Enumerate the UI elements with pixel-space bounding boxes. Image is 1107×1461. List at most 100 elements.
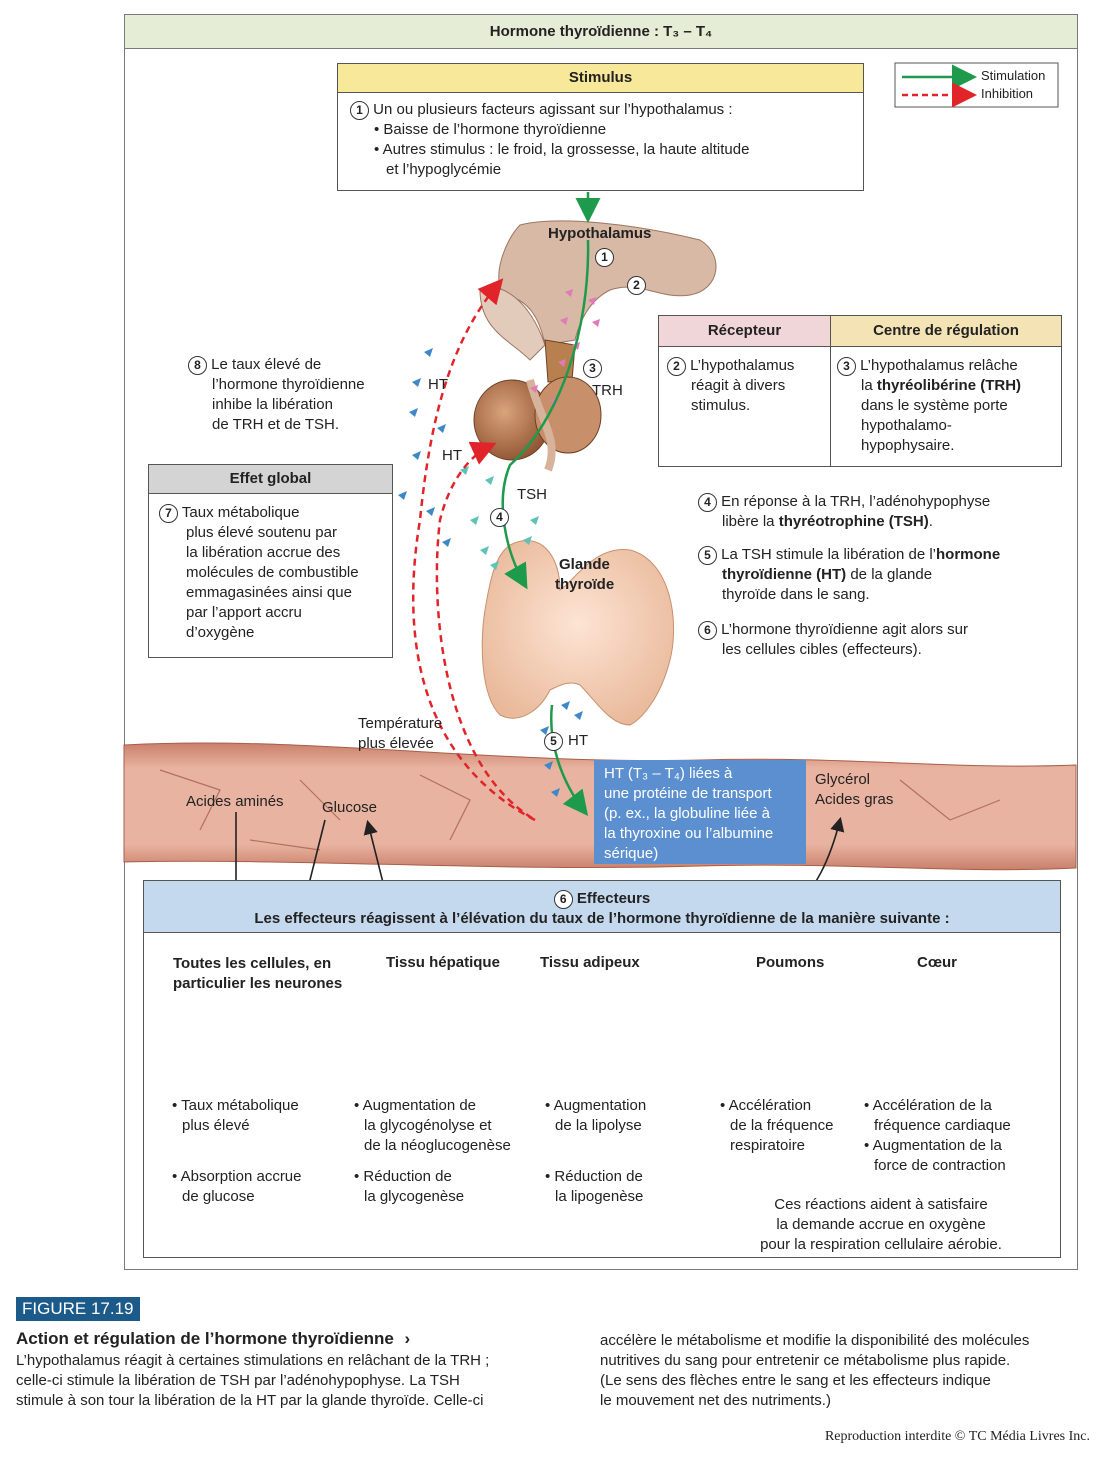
text-line: la glycogénolyse et	[364, 1117, 492, 1134]
text-line: inhibe la libération	[212, 396, 333, 413]
text-line: hypothalamo-	[861, 417, 952, 434]
text-line: le mouvement net des nutriments.)	[600, 1392, 831, 1409]
step-number: 3	[583, 358, 602, 378]
stimulus-intro: Un ou plusieurs facteurs agissant sur l’…	[373, 101, 733, 118]
step-number: 7	[159, 503, 178, 523]
thyroid-illustration	[481, 540, 675, 726]
effectors-subtitle: Les effecteurs réagissent à l’élévation …	[254, 909, 950, 927]
step-number: 4	[698, 492, 717, 512]
oxygen-demand-note: Ces réactions aident à satisfaire la dem…	[726, 1195, 1036, 1255]
text-line: thyroïde dans le sang.	[722, 586, 870, 603]
figure-caption-title: Action et régulation de l’hormone thyroï…	[16, 1328, 410, 1350]
text-line: Ces réactions aident à satisfaire	[774, 1196, 988, 1213]
text-line: • Réduction de	[354, 1168, 452, 1185]
text-line: respiratoire	[730, 1137, 806, 1154]
text-line: (p. ex., la globuline liée à	[604, 805, 770, 822]
figure-badge: FIGURE 17.19	[16, 1297, 140, 1321]
caption-arrow-icon: ›	[404, 1329, 411, 1348]
step-number: 5	[544, 731, 563, 751]
text-line: L’hypothalamus relâche	[860, 357, 1018, 374]
fatty-acids-label: Acides gras	[815, 791, 894, 808]
text-line: (Le sens des flèches entre le sang et le…	[600, 1372, 991, 1389]
effector-title: Tissu hépatique	[386, 954, 500, 971]
text-line: La TSH stimule la libération de l’	[721, 546, 936, 563]
effectors-header: 6 Effecteurs Les effecteurs réagissent à…	[144, 881, 1060, 933]
global-effect-box: Effet global 7 Taux métabolique plus éle…	[148, 464, 393, 658]
temperature-label-line2: plus élevée	[358, 735, 434, 752]
inhibition-arrows	[411, 278, 536, 822]
text-line: • Taux métabolique	[172, 1097, 299, 1114]
stimulus-header: Stimulus	[338, 64, 863, 93]
transport-protein-box: HT (T₃ – T₄) liées à une protéine de tra…	[594, 760, 806, 864]
text-line: accélère le métabolisme et modifie la di…	[600, 1332, 1030, 1349]
effector-title: Poumons	[756, 954, 825, 971]
glucose-label: Glucose	[322, 799, 378, 816]
text-line: libère la	[722, 513, 779, 530]
receptor-header: Récepteur	[659, 316, 831, 347]
control-center-header: Centre de régulation	[831, 316, 1061, 347]
legend-stimulation-label: Stimulation	[981, 68, 1046, 83]
text-line: la lipogenèse	[555, 1188, 644, 1205]
legend	[894, 62, 1059, 108]
stimulus-box: Stimulus 1 Un ou plusieurs facteurs agis…	[337, 63, 864, 191]
effectors-box: 6 Effecteurs Les effecteurs réagissent à…	[143, 880, 1061, 1258]
effector-title: Cœur	[917, 954, 957, 971]
text-line: • Accélération	[720, 1097, 812, 1114]
text-line: de TRH et de TSH.	[212, 416, 340, 433]
text-line: nutritives du sang pour entretenir ce mé…	[600, 1352, 1011, 1369]
text-line: • Absorption accrue	[172, 1168, 302, 1185]
trh-label: TRH	[592, 382, 623, 399]
caption-right: accélère le métabolisme et modifie la di…	[600, 1331, 1100, 1411]
text-line: Taux métabolique	[181, 504, 300, 521]
stimulus-bullet: • Autres stimulus : le froid, la grosses…	[374, 141, 750, 158]
effector-title: Toutes les cellules, en	[173, 955, 332, 972]
tsh-label: TSH	[517, 486, 547, 503]
text-line: Le taux élevé de	[211, 356, 322, 373]
step-number: 1	[350, 100, 369, 120]
effector-title: Tissu adipeux	[540, 954, 640, 971]
text-line: la libération accrue des	[186, 544, 341, 561]
amino-acids-label: Acides aminés	[186, 793, 284, 810]
text-line: • Augmentation de la	[864, 1137, 1002, 1154]
text-line: .	[928, 513, 933, 530]
stimulus-bullet-cont: et l’hypoglycémie	[386, 161, 502, 178]
text-line: stimulus.	[691, 397, 751, 414]
step-number: 8	[188, 355, 207, 375]
text-line: • Accélération de la	[864, 1097, 992, 1114]
step-number: 4	[490, 507, 509, 527]
text-bold: thyréolibérine (TRH)	[876, 377, 1022, 394]
caption-left: L’hypothalamus réagit à certaines stimul…	[16, 1351, 576, 1411]
text-line: celle-ci stimule la libération de TSH pa…	[16, 1372, 460, 1389]
effector-bullet: • Augmentation de la glycogénolyse et de l…	[354, 1096, 511, 1156]
receptor-control-table: Récepteur Centre de régulation 2 L’hypot…	[658, 315, 1062, 467]
effector-bullet: • Accélération de la fréquence cardiaque •…	[864, 1096, 1011, 1176]
text-line: la	[861, 377, 877, 394]
text-line: les cellules cibles (effecteurs).	[722, 641, 922, 658]
text-line: dans le système porte	[861, 397, 1008, 414]
step4-text: 4 En réponse à la TRH, l’adénohypophyse …	[698, 492, 990, 532]
figure-title: Hormone thyroïdienne : T₃ – T₄	[125, 15, 1077, 49]
ht-label: HT	[428, 376, 448, 393]
text-line: stimule à son tour la libération de la H…	[16, 1392, 484, 1409]
text-line: hypophysaire.	[861, 437, 955, 454]
text-bold: hormone	[936, 546, 1001, 563]
text-line: emmagasinées ainsi que	[186, 584, 352, 601]
text-line: de la néoglucogenèse	[364, 1137, 511, 1154]
text-line: l’hormone thyroïdienne	[212, 376, 365, 393]
text-line: plus élevé soutenu par	[186, 524, 337, 541]
receptor-text: 2 L’hypothalamus réagit à divers stimulu…	[667, 356, 827, 416]
copyright: Reproduction interdite © TC Média Livres…	[824, 1429, 1090, 1444]
text-line: • Augmentation de	[354, 1097, 477, 1114]
temperature-label-line1: Température	[358, 715, 443, 732]
text-line: une protéine de transport	[604, 785, 772, 802]
control-center-text: 3 L’hypothalamus relâche la thyréolibéri…	[837, 356, 1062, 456]
step-number: 3	[837, 356, 856, 376]
step-number: 2	[667, 356, 686, 376]
ht-label: HT	[568, 732, 588, 749]
text-line: HT (T₃ – T₄) liées à	[604, 765, 733, 782]
text-line: fréquence cardiaque	[874, 1117, 1011, 1134]
